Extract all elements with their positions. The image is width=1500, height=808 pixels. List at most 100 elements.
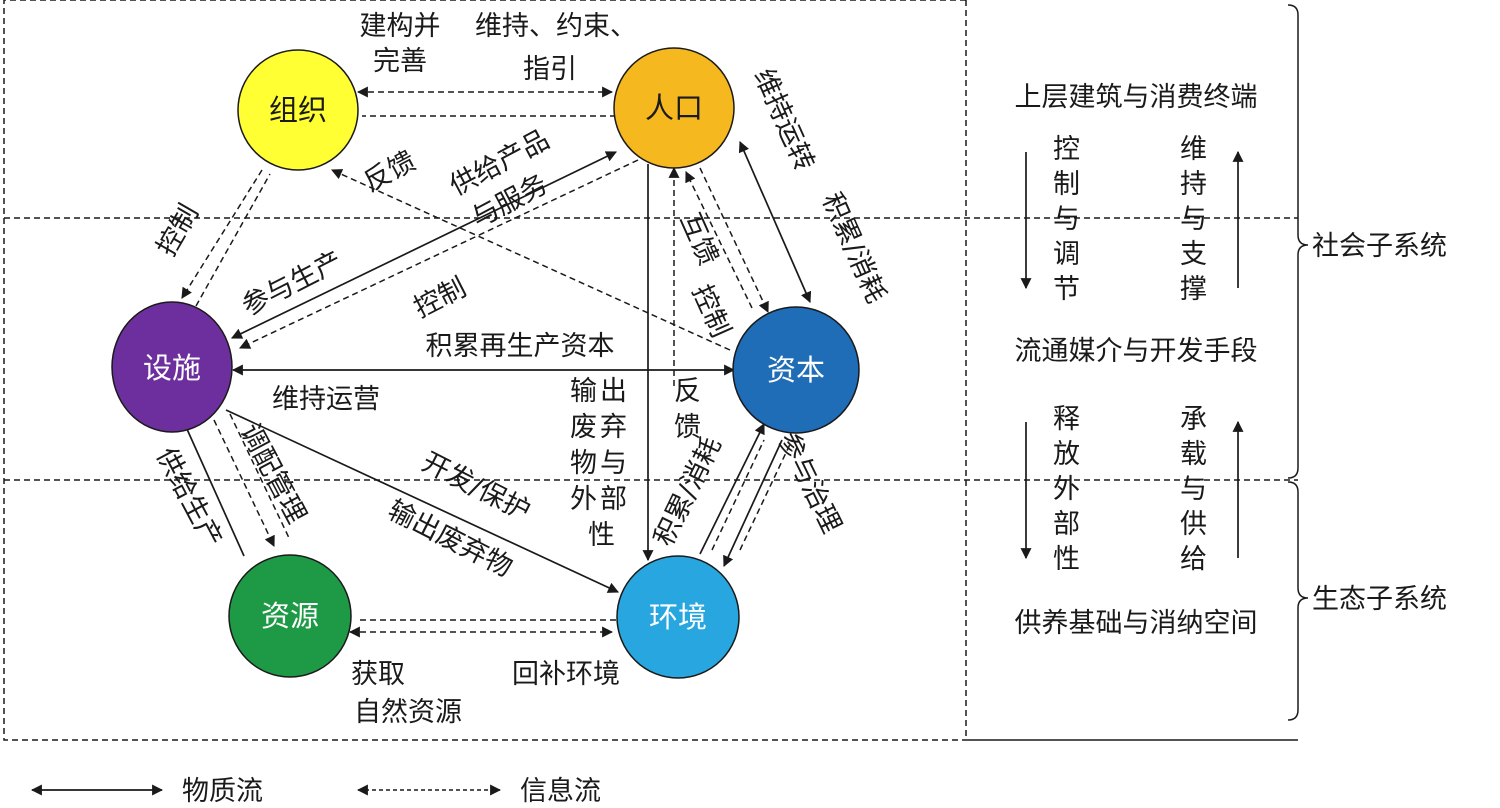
label-supply-production: 供给生产 bbox=[150, 443, 228, 553]
svg-text:与: 与 bbox=[1053, 204, 1080, 235]
line-cap-env bbox=[739, 439, 793, 551]
node-env-label: 环境 bbox=[649, 600, 707, 634]
svg-text:放: 放 bbox=[1053, 439, 1080, 470]
label-output-waste-externality: 输 出 废 弃 物 与 外 部 性 bbox=[570, 376, 627, 551]
subsystem-ecological: 生态子系统 bbox=[1312, 584, 1447, 615]
panel-middle-title: 流通媒介与开发手段 bbox=[1015, 336, 1258, 367]
label-replenish-env: 回补环境 bbox=[512, 659, 620, 690]
arrow-cap-org bbox=[330, 169, 731, 351]
svg-text:调: 调 bbox=[1053, 239, 1080, 270]
svg-text:外: 外 bbox=[1053, 474, 1080, 505]
svg-text:与: 与 bbox=[1180, 204, 1207, 235]
svg-text:节: 节 bbox=[1053, 274, 1080, 305]
subsystem-social: 社会子系统 bbox=[1312, 231, 1447, 262]
node-fac: 设施 bbox=[111, 301, 233, 433]
svg-text:持: 持 bbox=[1180, 169, 1207, 200]
label-feedback-org: 反馈 bbox=[359, 145, 421, 198]
node-org: 组织 bbox=[237, 49, 359, 171]
diagram-boundary bbox=[3, 0, 966, 741]
svg-text:废: 废 bbox=[570, 412, 597, 443]
panel-maintain-support: 维 持 与 支 撑 bbox=[1180, 134, 1207, 305]
label-accumulate-capital: 积累再生产资本 bbox=[426, 331, 615, 362]
line-fac-res bbox=[229, 413, 291, 541]
label-feedback-cap-1: 反 bbox=[674, 376, 701, 407]
braces bbox=[1287, 4, 1309, 721]
svg-text:与: 与 bbox=[1180, 474, 1207, 505]
svg-text:供: 供 bbox=[1180, 509, 1207, 540]
svg-text:维: 维 bbox=[1180, 134, 1207, 165]
node-res: 资源 bbox=[228, 554, 352, 678]
arrow-cap-env bbox=[723, 439, 783, 567]
arrow-res-fac bbox=[181, 416, 245, 557]
label-feedback-cap-2: 馈 bbox=[674, 412, 701, 443]
legend: 物质流 信息流 bbox=[30, 776, 601, 807]
label-maintain-operation: 维持运营 bbox=[272, 384, 380, 415]
svg-text:外: 外 bbox=[570, 484, 597, 515]
label-dispatch-manage: 调配管理 bbox=[234, 419, 312, 529]
svg-text:控: 控 bbox=[1053, 134, 1080, 165]
svg-text:释: 释 bbox=[1053, 404, 1080, 435]
svg-text:弃: 弃 bbox=[600, 412, 627, 443]
arrow-pop-cap bbox=[738, 140, 812, 304]
arrow-env-cap bbox=[699, 423, 765, 555]
svg-text:载: 载 bbox=[1180, 439, 1207, 470]
legend-material-label: 物质流 bbox=[182, 776, 263, 807]
label-acquire-resources-2: 自然资源 bbox=[354, 697, 462, 728]
svg-text:输: 输 bbox=[570, 376, 597, 407]
label-acquire-resources-1: 获取 bbox=[351, 659, 405, 690]
svg-text:撑: 撑 bbox=[1180, 274, 1207, 305]
svg-text:部: 部 bbox=[600, 484, 627, 515]
arrow-fac-env bbox=[225, 409, 619, 593]
node-pop: 人口 bbox=[613, 47, 735, 169]
right-panel: 上层建筑与消费终端 控 制 与 调 节 维 持 与 支 撑 流通媒介与开发手段 … bbox=[1015, 82, 1258, 639]
legend-information-label: 信息流 bbox=[520, 776, 601, 807]
label-participate-production: 参与生产 bbox=[237, 246, 347, 323]
line-fac-org bbox=[195, 173, 271, 307]
svg-text:出: 出 bbox=[600, 376, 627, 407]
svg-text:承: 承 bbox=[1180, 404, 1207, 435]
arrow-fac-pop bbox=[231, 151, 617, 339]
arrow-pop-cap-dash bbox=[699, 167, 769, 313]
label-org-pop-left-2: 完善 bbox=[373, 46, 427, 77]
svg-text:与: 与 bbox=[600, 448, 627, 479]
panel-top-title: 上层建筑与消费终端 bbox=[1015, 82, 1258, 113]
label-accumulate-consume-top: 积累/消耗 bbox=[816, 188, 892, 308]
panel-release-externality: 释 放 外 部 性 bbox=[1053, 404, 1080, 575]
svg-text:物: 物 bbox=[570, 448, 597, 479]
label-control-fac-pop: 控制 bbox=[409, 272, 471, 324]
node-cap-label: 资本 bbox=[767, 353, 825, 387]
brace-social bbox=[1287, 4, 1309, 479]
node-pop-label: 人口 bbox=[645, 91, 703, 125]
brace-ecological bbox=[1287, 481, 1309, 721]
node-env: 环境 bbox=[616, 555, 740, 679]
arrow-pop-fac bbox=[239, 159, 639, 349]
arrow-fac-res bbox=[213, 419, 275, 547]
svg-text:支: 支 bbox=[1180, 239, 1207, 270]
label-sustain-operation: 维持运转 bbox=[748, 64, 820, 175]
frame bbox=[3, 0, 1298, 741]
svg-text:性: 性 bbox=[1053, 544, 1080, 575]
panel-control-regulate: 控 制 与 调 节 bbox=[1053, 134, 1080, 305]
arrow-cap-pop-dash bbox=[685, 171, 753, 309]
svg-text:性: 性 bbox=[588, 520, 615, 551]
node-org-label: 组织 bbox=[269, 93, 327, 127]
svg-text:部: 部 bbox=[1053, 509, 1080, 540]
label-participate-governance: 参与治理 bbox=[772, 427, 847, 538]
label-org-pop-right-2: 指引 bbox=[523, 54, 577, 85]
label-org-pop-left-1: 建构并 bbox=[360, 11, 441, 42]
material-flows bbox=[181, 140, 812, 593]
label-org-pop-right-1: 维持、约束、 bbox=[475, 11, 637, 42]
label-accumulate-consume-bottom: 积累/消耗 bbox=[648, 432, 727, 551]
line-env-cap bbox=[711, 439, 765, 551]
information-flows bbox=[181, 86, 793, 638]
node-res-label: 资源 bbox=[261, 599, 319, 633]
node-cap: 资本 bbox=[732, 306, 860, 434]
panel-carry-supply: 承 载 与 供 给 bbox=[1180, 404, 1207, 575]
node-fac-label: 设施 bbox=[143, 351, 201, 385]
svg-text:制: 制 bbox=[1053, 169, 1080, 200]
label-control-fac-org: 控制 bbox=[151, 199, 205, 261]
arrow-org-fac bbox=[181, 169, 263, 299]
panel-bottom-title: 供养基础与消纳空间 bbox=[1015, 608, 1258, 639]
svg-text:给: 给 bbox=[1180, 544, 1207, 575]
